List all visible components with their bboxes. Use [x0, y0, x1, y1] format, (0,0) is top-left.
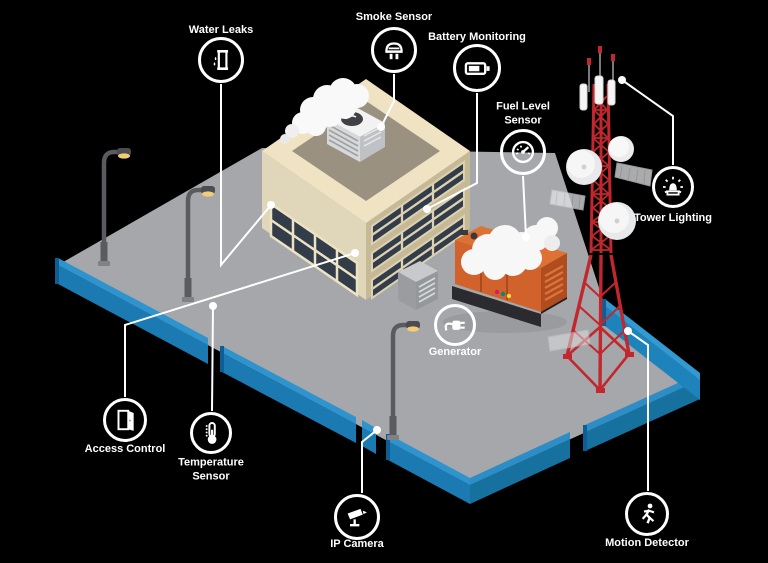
- door-icon: [117, 409, 134, 431]
- grid-antenna: [547, 162, 653, 352]
- sensor-ring: [453, 44, 501, 92]
- water-leak-icon: [213, 50, 229, 70]
- fuel-gauge-icon: [511, 140, 535, 164]
- building-window: [269, 201, 359, 298]
- access-control-line: [124, 252, 356, 397]
- running-person-icon: [641, 503, 655, 524]
- sensor-ring: [434, 304, 476, 346]
- antenna-rods: [579, 46, 616, 111]
- sensor-label: Battery Monitoring: [428, 30, 526, 43]
- ip-camera-line: [361, 429, 378, 493]
- sensor-connector-lines: [124, 74, 674, 493]
- sensor-ring: [652, 166, 694, 208]
- perimeter-wall: [55, 258, 700, 504]
- sensor-label: Water Leaks: [188, 23, 254, 36]
- power-plug-icon: [444, 320, 465, 331]
- sensor-label: Generator: [428, 345, 482, 358]
- sensor-ring: [103, 398, 147, 442]
- sensor-label: Tower Lighting: [633, 211, 713, 224]
- cctv-camera-icon: [347, 508, 367, 527]
- building-window: [371, 160, 465, 300]
- dish-antenna: [566, 136, 636, 240]
- beacon-light-icon: [663, 176, 683, 196]
- sensor-ring: [334, 494, 380, 540]
- street-lamp: [98, 148, 131, 266]
- tower-lighting-line: [621, 79, 674, 165]
- electrical-cabinet: [398, 261, 438, 310]
- sensor-label: IP Camera: [330, 537, 384, 550]
- smoke-sensor-line: [380, 74, 395, 128]
- generator-smoke: [461, 217, 560, 280]
- sensor-ring: [190, 412, 232, 454]
- street-lamp: [182, 186, 215, 302]
- water-leaks-line: [220, 84, 272, 268]
- office-building: [262, 78, 470, 300]
- sensor-ring: [198, 37, 244, 83]
- roof-smoke: [280, 78, 369, 144]
- smoke-detector-icon: [385, 42, 403, 60]
- sensor-label: Smoke Sensor: [355, 10, 433, 23]
- fuel-level-line: [522, 175, 527, 238]
- sensor-ring: [625, 492, 669, 536]
- sensor-ring: [371, 27, 417, 73]
- sensor-label: Fuel Level Sensor: [496, 100, 550, 127]
- battery-line: [426, 93, 478, 210]
- motion-detector-line: [627, 330, 649, 491]
- sensor-label: Access Control: [84, 442, 166, 455]
- sensor-label: Temperature Sensor: [178, 456, 244, 483]
- sensor-label: Motion Detector: [605, 536, 689, 549]
- connector-dots: [209, 76, 632, 434]
- street-lamp: [387, 321, 420, 440]
- thermometer-icon: [205, 422, 217, 444]
- temperature-line: [211, 305, 214, 412]
- sensor-ring: [500, 129, 546, 175]
- battery-icon: [464, 62, 490, 75]
